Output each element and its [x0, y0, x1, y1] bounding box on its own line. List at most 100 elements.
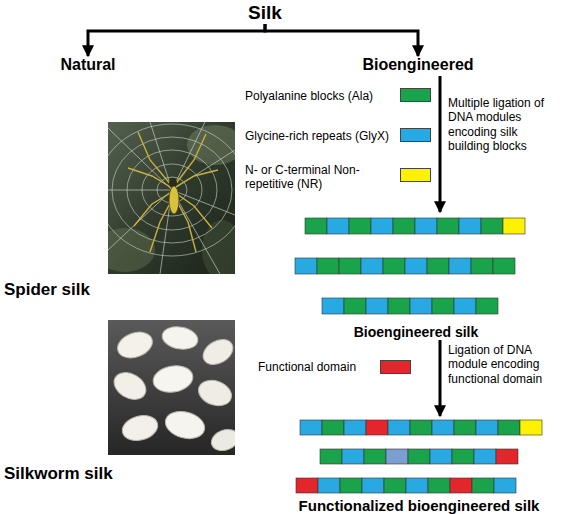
- silk-module-bars: [295, 218, 525, 314]
- silk-module-bars-part: [393, 218, 415, 234]
- legend-swatch: [380, 360, 411, 374]
- functionalized-module-bars-part: [428, 478, 450, 493]
- cocoon-photo-part: [109, 367, 150, 405]
- functionalized-module-bars-part: [340, 478, 362, 493]
- functionalized-module-bars-part: [362, 478, 384, 493]
- silk-module-bars-part: [295, 258, 317, 274]
- silk-module-bars-part: [437, 218, 459, 234]
- functionalized-module-bars-part: [498, 420, 520, 435]
- silk-module-bars-part: [503, 218, 525, 234]
- cocoon-photo-part: [120, 412, 161, 444]
- flow-arrow: [439, 76, 442, 212]
- silk-module-bars-part: [481, 218, 503, 234]
- cocoon-photo: [108, 320, 235, 455]
- functionalized-module-bars-part: [474, 449, 496, 464]
- silk-module-bars-part: [371, 218, 393, 234]
- silk-module-bars-part: [339, 258, 361, 274]
- functionalized-module-bars-part: [410, 420, 432, 435]
- spider-photo: [108, 122, 235, 274]
- legend-swatch: [400, 88, 431, 102]
- cocoon-photo-part: [151, 363, 195, 396]
- functionalized-module-bars-part: [322, 420, 344, 435]
- step-label: Multiple ligation of DNA modules encodin…: [448, 96, 562, 154]
- functionalized-module-bars-part: [496, 449, 518, 464]
- node-label: Bioengineered silk: [290, 324, 542, 340]
- silk-module-bars-part: [493, 258, 515, 274]
- functionalized-module-bars-part: [318, 478, 340, 493]
- silk-module-bars-part: [366, 298, 388, 314]
- root-heading: Silk: [235, 2, 295, 24]
- legend-text: N- or C-terminal Non-repetitive (NR): [245, 163, 395, 192]
- functionalized-module-bars-part: [320, 449, 342, 464]
- functionalized-module-bars-part: [432, 420, 454, 435]
- functionalized-module-bars-part: [388, 420, 410, 435]
- silk-module-bars-part: [449, 258, 471, 274]
- cocoon-photo-part: [208, 426, 235, 454]
- cocoon-photo-part: [199, 334, 235, 369]
- silk-module-bars-part: [344, 298, 366, 314]
- legend-swatch: [400, 128, 431, 142]
- branch-heading: Natural: [48, 56, 128, 76]
- silk-module-bars-part: [405, 258, 427, 274]
- silk-module-bars-part: [471, 258, 493, 274]
- functionalized-module-bars-part: [364, 449, 386, 464]
- silk-module-bars-part: [459, 218, 481, 234]
- silk-group: Functionalized bioengineered silk: [288, 416, 550, 514]
- functionalized-module-bars-part: [454, 420, 476, 435]
- spider-photo-part: [142, 164, 202, 216]
- cocoon-photo-part: [162, 407, 207, 442]
- spider-photo-part: [108, 124, 235, 256]
- legend-text: Polyalanine blocks (Ala): [245, 89, 395, 103]
- node-label: Functionalized bioengineered silk: [288, 497, 550, 514]
- spider-photo-part: [112, 137, 232, 243]
- silk-module-bars-part: [327, 218, 349, 234]
- silk-module-bars-part: [476, 298, 498, 314]
- spider-photo-part: [169, 186, 179, 214]
- functionalized-module-bars-part: [450, 478, 472, 493]
- silk-module-bars-part: [322, 298, 344, 314]
- functionalized-module-bars-part: [406, 478, 428, 493]
- cocoon-photo-part: [195, 376, 235, 410]
- functionalized-module-bars-part: [494, 478, 516, 493]
- silk-module-bars-part: [410, 298, 432, 314]
- photo-caption: Spider silk: [4, 280, 90, 300]
- silk-module-bars-part: [317, 258, 339, 274]
- spider-photo-part: [108, 228, 155, 272]
- functionalized-module-bars-part: [384, 478, 406, 493]
- functionalized-module-bars-part: [300, 420, 322, 435]
- legend-swatch: [400, 168, 431, 182]
- functionalized-module-bars-part: [408, 449, 430, 464]
- step-label: Ligation of DNA module encoding function…: [448, 343, 562, 386]
- silk-module-bars-part: [383, 258, 405, 274]
- node-label: Bioengineered: [355, 56, 481, 74]
- silk-module-bars-part: [349, 218, 371, 234]
- cocoon-photo-part: [160, 324, 199, 352]
- functionalized-module-bars-part: [344, 420, 366, 435]
- silk-module-bars-part: [388, 298, 410, 314]
- functionalized-module-bars-part: [366, 420, 388, 435]
- photo-caption: Silkworm silk: [4, 464, 113, 484]
- functionalized-module-bars-part: [472, 478, 494, 493]
- silk-module-bars-part: [415, 218, 437, 234]
- node-label: Natural: [48, 56, 128, 74]
- spider-photo-part: [202, 220, 235, 274]
- silk-module-bars-part: [361, 258, 383, 274]
- spider-photo-part: [128, 132, 218, 252]
- functionalized-module-bars-part: [342, 449, 364, 464]
- legend-text: Functional domain: [258, 360, 373, 374]
- silk-module-bars-part: [305, 218, 327, 234]
- silk-module-bars-part: [432, 298, 454, 314]
- silk-group: Bioengineered silk: [290, 212, 542, 340]
- functionalized-module-bars-part: [296, 478, 318, 493]
- functionalized-module-bars-part: [430, 449, 452, 464]
- silk-module-bars-part: [427, 258, 449, 274]
- cocoon-photo-part: [114, 328, 156, 363]
- functionalized-module-bars-part: [476, 420, 498, 435]
- spider-photo-part: [108, 122, 235, 274]
- node-label: Silk: [235, 2, 295, 24]
- functionalized-module-bars: [296, 420, 542, 493]
- legend-text: Glycine-rich repeats (GlyX): [245, 129, 395, 143]
